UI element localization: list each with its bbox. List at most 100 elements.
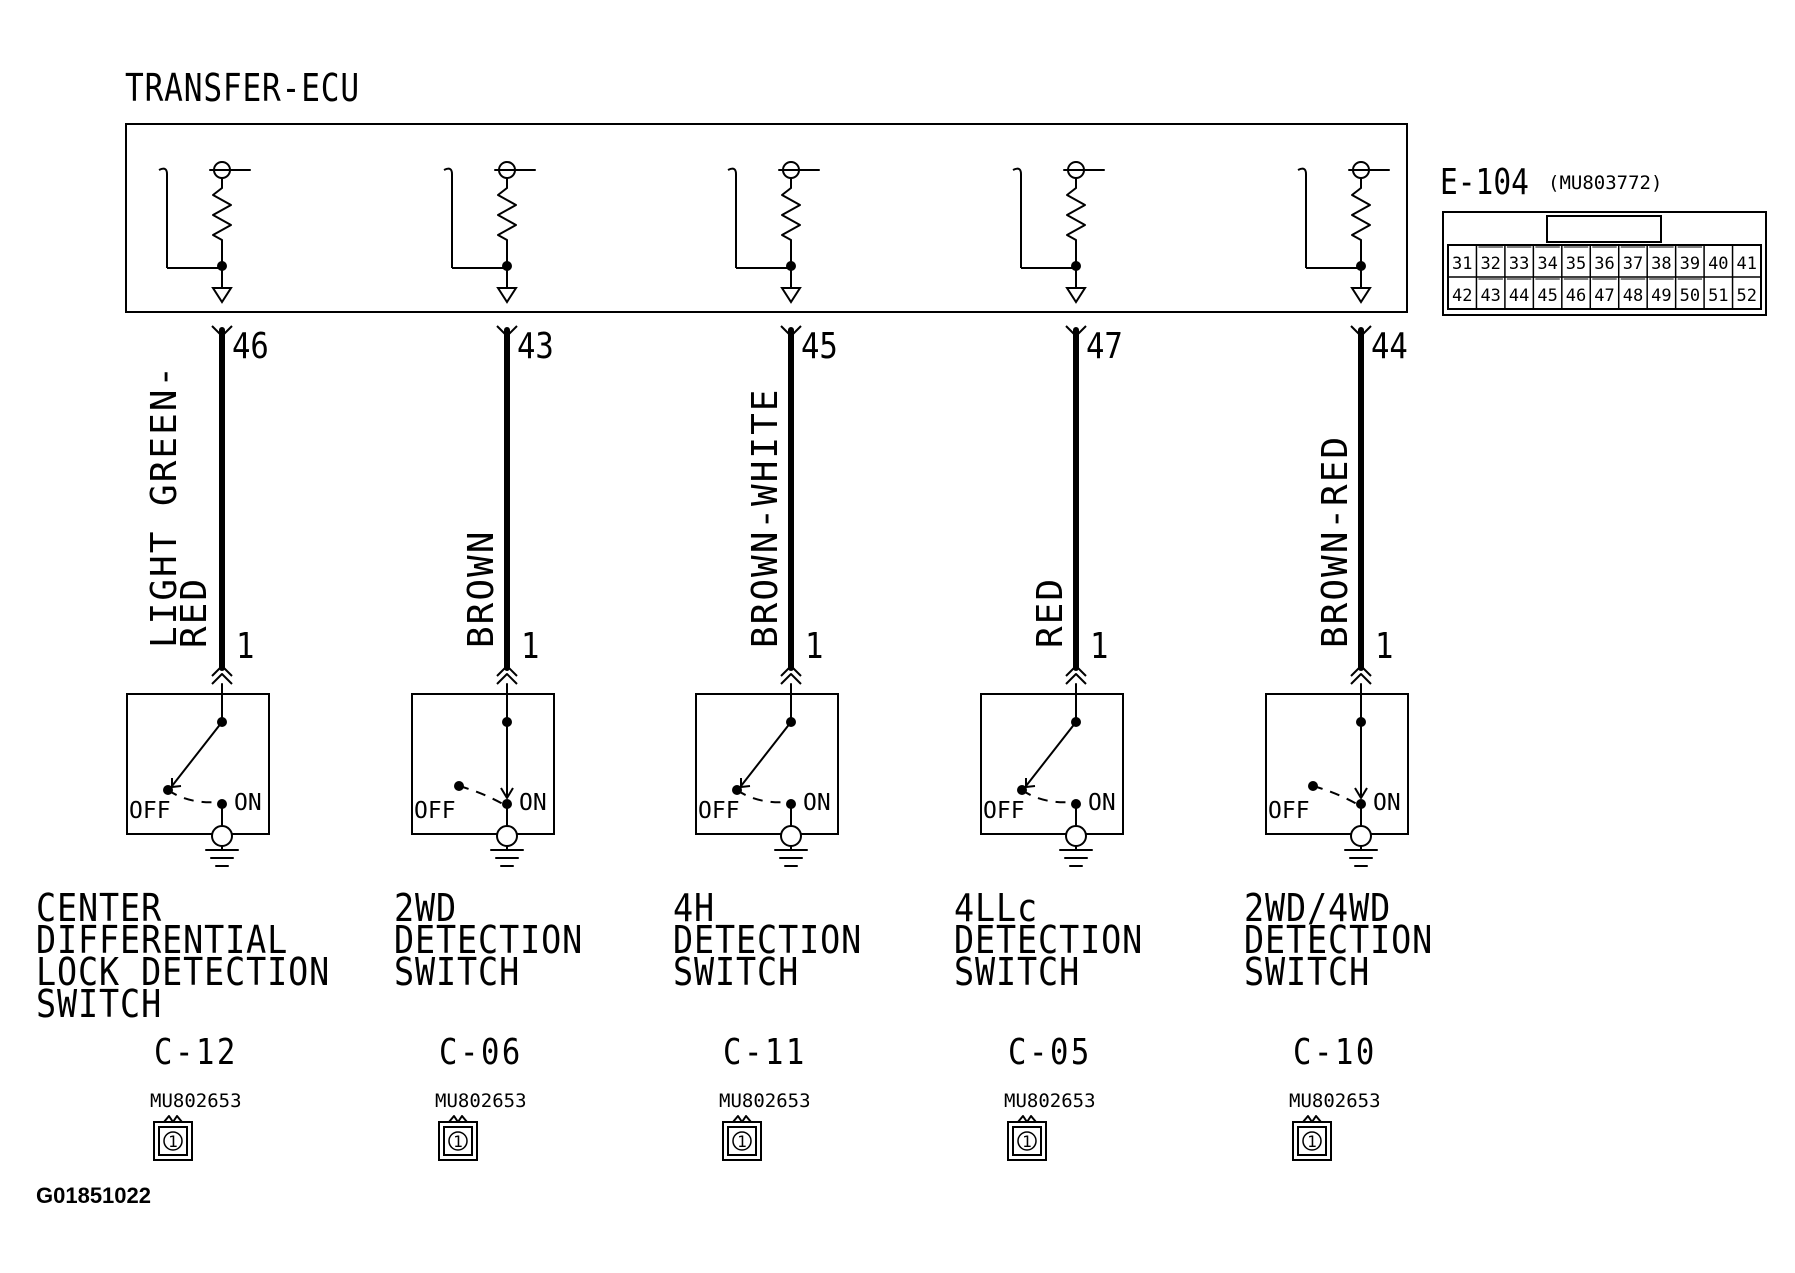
connector-pin-icon-ring xyxy=(1302,1131,1322,1151)
switch-housing xyxy=(411,693,555,835)
switch-dashed-link xyxy=(167,789,219,804)
connector-cavity-label: 47 xyxy=(1594,286,1614,306)
connector-pin-icon-ring xyxy=(732,1131,752,1151)
connector-cavity-label: 40 xyxy=(1708,254,1728,274)
resistor-zigzag xyxy=(497,187,517,241)
switch-pin-arrow xyxy=(496,673,518,685)
ecu-ground-triangle xyxy=(211,287,233,304)
switch-dashed-link xyxy=(458,785,504,805)
switch-pin-arrow xyxy=(1350,673,1372,685)
connector-cavity-label: 33 xyxy=(1509,254,1529,274)
connector-cavity-label: 39 xyxy=(1680,254,1700,274)
ecu-pin-number: 47 xyxy=(1086,326,1123,367)
connector-cavity-label: 32 xyxy=(1480,254,1500,274)
ecu-pin-number: 45 xyxy=(801,326,838,367)
ecu-connector-id: E-104 xyxy=(1440,162,1529,203)
ecu-pin-number: 46 xyxy=(232,326,269,367)
wire-color-label: LIGHT GREEN- RED xyxy=(144,363,215,648)
switch-pin-arrow xyxy=(1065,665,1087,677)
switch-name-line: CENTER xyxy=(36,886,163,930)
connector-pin-icon-latch xyxy=(732,1115,752,1123)
ecu-connector-part-number: (MU803772) xyxy=(1548,172,1663,194)
connector-pin-number: 1 xyxy=(1307,1132,1317,1151)
ecu-pin-number: 44 xyxy=(1371,326,1408,367)
switch-dashed-link xyxy=(736,789,788,804)
connector-cavity-label: 52 xyxy=(1737,286,1757,306)
switch-pin-arrow xyxy=(780,665,802,677)
resistor-zigzag xyxy=(781,187,801,241)
switch-pin-arrow xyxy=(496,665,518,677)
switch-pin-arrow xyxy=(211,673,233,685)
switch-pin-number: 1 xyxy=(1090,626,1109,667)
switch-on-label: ON xyxy=(234,790,262,816)
ecu-ground-triangle xyxy=(496,287,518,304)
ecu-connector-outline xyxy=(1442,211,1767,316)
connector-pin-icon-latch xyxy=(1017,1115,1037,1123)
connector-cavity-label: 36 xyxy=(1594,254,1614,274)
switch-lever-arrow xyxy=(1354,787,1368,799)
connector-cavity-label: 46 xyxy=(1566,286,1586,306)
connector-pin-icon-latch xyxy=(448,1115,468,1123)
switch-connector-id: C-11 xyxy=(723,1032,807,1073)
switch-name-line: SWITCH xyxy=(394,950,521,994)
switch-on-label: ON xyxy=(1373,790,1401,816)
ecu-box xyxy=(125,123,1408,313)
ecu-title: TRANSFER-ECU xyxy=(125,66,360,110)
connector-cavity-label: 48 xyxy=(1623,286,1643,306)
ecu-ground-triangle xyxy=(1065,287,1087,304)
switch-name-line: 2WD xyxy=(394,886,458,930)
connector-cavity-label: 37 xyxy=(1623,254,1643,274)
switch-name-line: SWITCH xyxy=(673,950,800,994)
sense-hook xyxy=(158,167,168,175)
connector-cavity-label: 49 xyxy=(1651,286,1671,306)
switch-connector-part: MU802653 xyxy=(435,1090,527,1112)
wire-color-label: BROWN xyxy=(461,529,502,648)
connector-cavity-label: 35 xyxy=(1566,254,1586,274)
switch-housing xyxy=(695,693,839,835)
switch-ground-terminal xyxy=(496,825,518,847)
switch-pin-arrow xyxy=(780,673,802,685)
connector-cavity-label: 31 xyxy=(1452,254,1472,274)
switch-name-line: 2WD/4WD xyxy=(1244,886,1392,930)
switch-connector-id: C-10 xyxy=(1293,1032,1377,1073)
connector-cavity-label: 50 xyxy=(1680,286,1700,306)
switch-name-line: DETECTION xyxy=(673,918,863,962)
connector-cavity-label: 34 xyxy=(1537,254,1557,274)
wire-color-label: BROWN-RED xyxy=(1315,434,1356,648)
connector-pin-icon-inner xyxy=(1012,1126,1042,1156)
switch-name-line: SWITCH xyxy=(1244,950,1371,994)
switch-connector-id: C-12 xyxy=(154,1032,238,1073)
switch-housing xyxy=(1265,693,1409,835)
connector-pin-number: 1 xyxy=(737,1132,747,1151)
switch-pin-arrow xyxy=(211,665,233,677)
connector-pin-icon-latch xyxy=(163,1115,183,1123)
switch-off-label: OFF xyxy=(983,798,1025,824)
connector-pin-icon-inner xyxy=(443,1126,473,1156)
switch-lever xyxy=(1025,721,1077,787)
switch-off-label: OFF xyxy=(129,798,171,824)
switch-pin-number: 1 xyxy=(1375,626,1394,667)
connector-pin-icon-ring xyxy=(1017,1131,1037,1151)
wire-color-label: RED xyxy=(1030,576,1071,648)
switch-name-line: 4LLc xyxy=(954,886,1039,930)
connector-pin-number: 1 xyxy=(453,1132,463,1151)
switch-pin-arrow xyxy=(1350,665,1372,677)
switch-connector-part: MU802653 xyxy=(1004,1090,1096,1112)
connector-pin-icon-inner xyxy=(158,1126,188,1156)
sense-hook xyxy=(1012,167,1022,175)
switch-name-line: DETECTION xyxy=(394,918,584,962)
switch-lever xyxy=(740,721,792,787)
connector-cavity-label: 43 xyxy=(1480,286,1500,306)
switch-pin-number: 1 xyxy=(805,626,824,667)
ecu-connector-latch xyxy=(1546,215,1662,243)
connector-cavity-label: 38 xyxy=(1651,254,1671,274)
switch-pin-arrow xyxy=(1065,673,1087,685)
switch-housing xyxy=(126,693,270,835)
switch-name-line: DIFFERENTIAL xyxy=(36,918,289,962)
resistor-zigzag xyxy=(1351,187,1371,241)
